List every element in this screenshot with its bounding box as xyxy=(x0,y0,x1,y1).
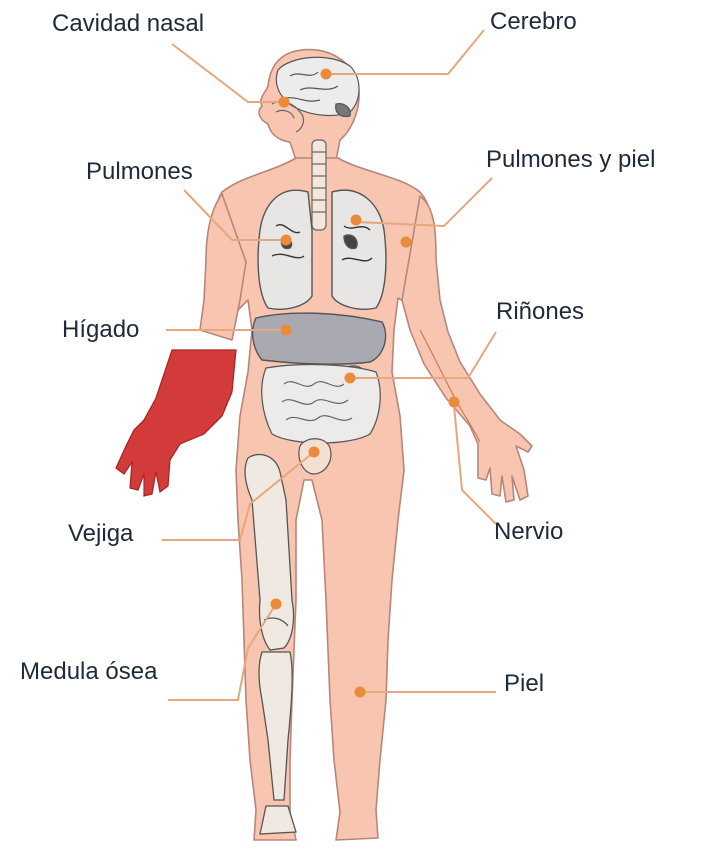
marker-marrow xyxy=(271,599,282,610)
label-skin: Piel xyxy=(504,672,544,696)
marker-lungs xyxy=(281,235,292,246)
label-nerve: Nervio xyxy=(494,520,563,544)
label-liver: Hígado xyxy=(62,318,139,342)
marker-liver xyxy=(281,325,292,336)
label-kidneys: Riñones xyxy=(496,300,584,324)
label-brain: Cerebro xyxy=(490,10,577,34)
label-lungs: Pulmones xyxy=(86,160,193,184)
marker-skin xyxy=(355,687,366,698)
trachea xyxy=(312,140,326,230)
marker-brain xyxy=(321,69,332,80)
marker-skin-chest xyxy=(401,237,412,248)
right-arm xyxy=(402,196,532,502)
intestines xyxy=(262,365,381,443)
label-bone-marrow: Medula ósea xyxy=(20,660,157,684)
body-silhouette xyxy=(200,50,532,840)
marker-kidneys xyxy=(345,373,356,384)
label-nasal-cavity: Cavidad nasal xyxy=(52,12,204,36)
label-bladder: Vejiga xyxy=(68,522,133,546)
marker-nasal xyxy=(279,97,290,108)
label-lungs-and-skin: Pulmones y piel xyxy=(486,148,655,172)
marker-nerve xyxy=(449,397,460,408)
liver xyxy=(253,313,386,364)
marker-lungs-inner xyxy=(351,215,362,226)
highlighted-arm xyxy=(116,350,236,496)
marker-bladder xyxy=(309,447,320,458)
